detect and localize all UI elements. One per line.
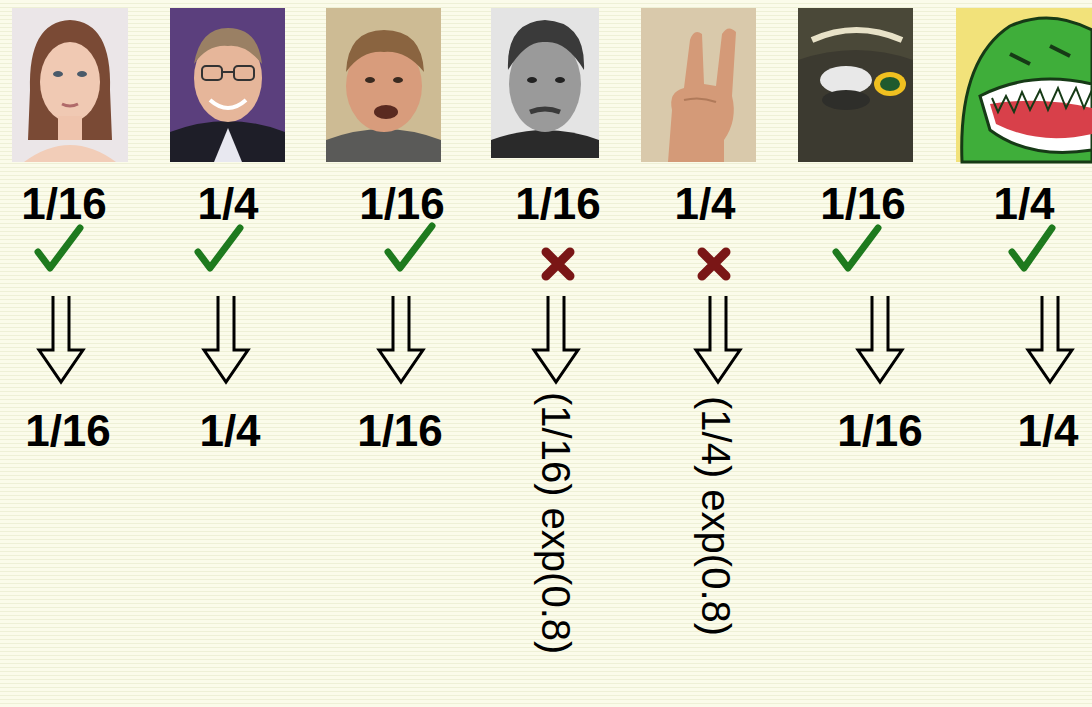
weight-label: 1/16 — [21, 180, 107, 228]
check-mark — [38, 226, 1052, 268]
double-arrow — [39, 296, 1072, 382]
hand-photo — [641, 8, 756, 162]
cartoon-monster — [956, 8, 1092, 162]
weight-label: 1/4 — [1017, 407, 1078, 455]
weight-label: 1/16 — [25, 407, 111, 455]
face-photo — [491, 8, 599, 158]
weight-label: 1/16 — [820, 180, 906, 228]
cross-mark — [546, 252, 726, 276]
weight-label: 1/4 — [674, 180, 735, 228]
face-photo — [170, 8, 285, 162]
weight-label: 1/4 — [197, 180, 258, 228]
weight-label: 1/4 — [993, 180, 1054, 228]
weight-label: 1/4 — [199, 407, 260, 455]
sweatshirt-photo — [798, 8, 913, 162]
weight-label: (1/4) exp(0.8) — [694, 396, 738, 636]
weight-label: 1/16 — [515, 180, 601, 228]
weight-label: 1/16 — [357, 407, 443, 455]
weight-label: (1/16) exp(0.8) — [534, 392, 578, 654]
face-photo — [12, 8, 128, 162]
weight-label: 1/16 — [837, 407, 923, 455]
weight-label: 1/16 — [359, 180, 445, 228]
face-photo — [326, 8, 441, 162]
